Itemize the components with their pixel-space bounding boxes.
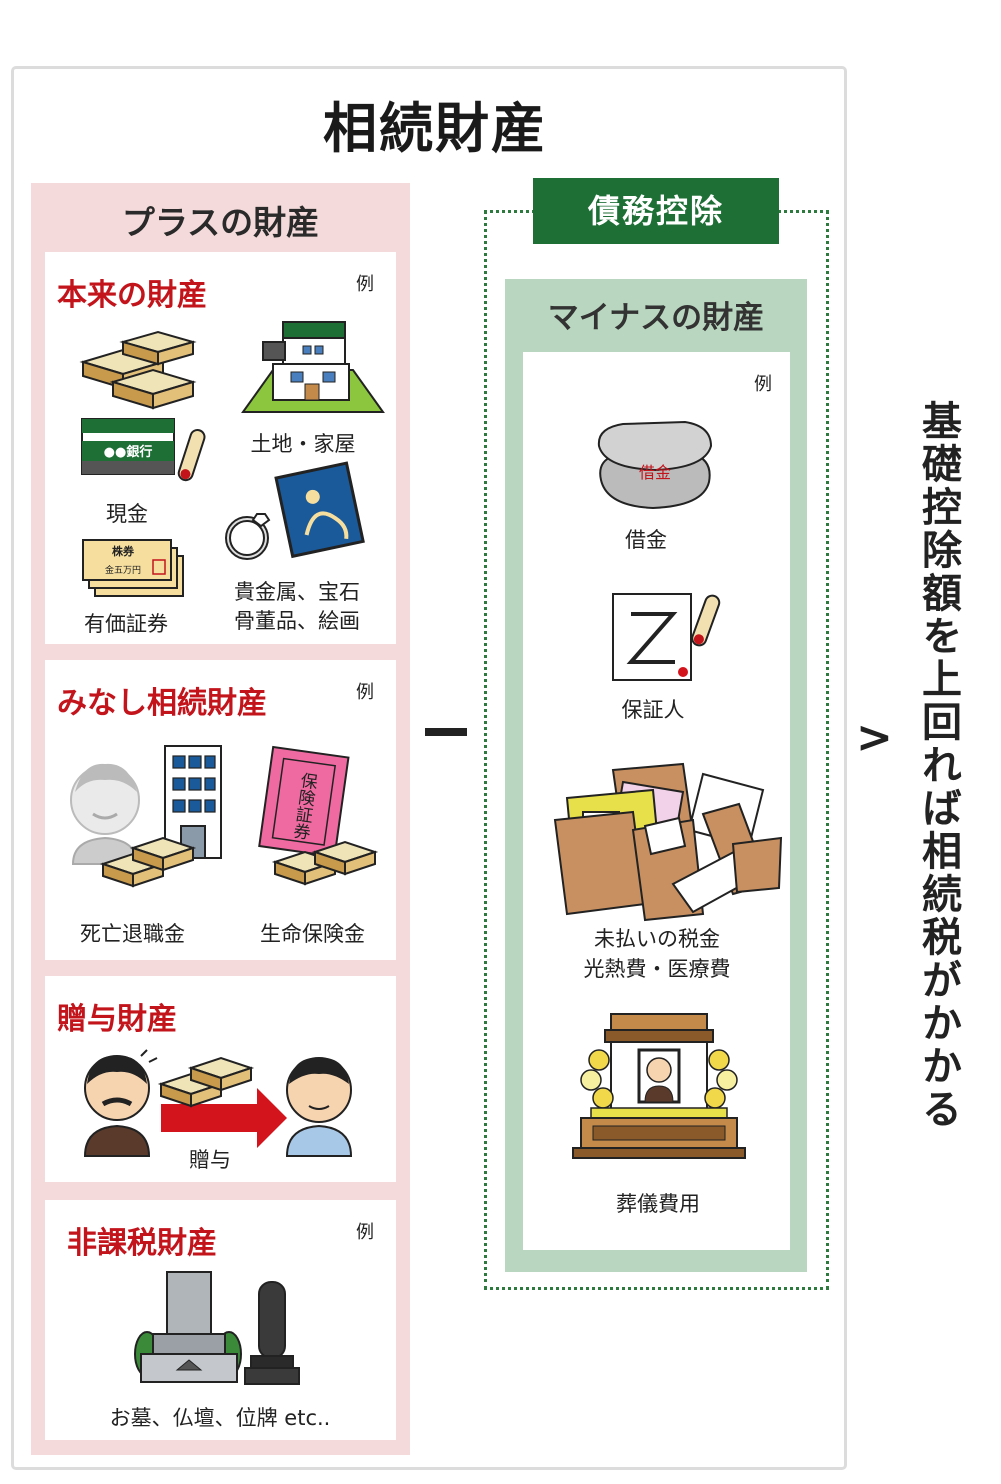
- gift-illustration-icon: [83, 1049, 353, 1157]
- card-original-assets: 本来の財産 例 ●●銀行 現金 土地・家屋 株券 金五万: [45, 252, 396, 644]
- label-land-house: 土地・家屋: [250, 432, 356, 456]
- bank-name-text: ●●銀行: [104, 444, 153, 460]
- label-life-insurance: 生命保険金: [260, 922, 365, 946]
- stock-text: 株券: [112, 544, 135, 558]
- bankbook-icon: ●●銀行: [81, 418, 206, 482]
- label-antiques-line2: 骨董品、絵画: [234, 609, 360, 633]
- card-deemed-assets: みなし相続財産 例 死亡退職金 保険証券 生命保険金: [45, 660, 396, 960]
- label-utilities-medical: 光熱費・医療費: [583, 957, 731, 981]
- label-grave-altar: お墓、仏壇、位牌 etc..: [109, 1406, 331, 1430]
- greater-than-operator: >: [856, 712, 893, 763]
- card-gift-assets: 贈与財産 贈与: [45, 976, 396, 1182]
- stock-amount-text: 金五万円: [105, 564, 141, 576]
- page-title: 相続財産: [323, 97, 547, 160]
- card-title: 本来の財産: [57, 278, 207, 313]
- label-guarantor: 保証人: [621, 698, 685, 722]
- card-title: みなし相続財産: [57, 686, 267, 721]
- minus-assets-title: マイナスの財産: [547, 300, 765, 336]
- debt-deduction-header: 債務控除: [533, 178, 779, 244]
- guarantor-document-icon: [612, 593, 721, 681]
- minus-assets-card: 例 借金 借金 保証人 未払いの税金 光熱費・医療費: [523, 352, 790, 1250]
- label-cash: 現金: [106, 502, 148, 526]
- example-label: 例: [754, 374, 772, 395]
- debt-rock-icon: 借金: [597, 420, 713, 510]
- stock-certificate-icon: 株券 金五万円: [82, 539, 184, 597]
- label-securities: 有価証券: [84, 612, 168, 636]
- label-unpaid: 未払いの税金 光熱費・医療費: [547, 924, 767, 984]
- insurance-policy-icon: 保険証券: [258, 745, 379, 886]
- card-non-taxable-assets: 非課税財産 例 お墓、仏壇、位牌 etc..: [45, 1200, 396, 1440]
- card-title: 非課税財産: [67, 1226, 217, 1261]
- debt-rock-text: 借金: [639, 463, 671, 482]
- label-funeral-expenses: 葬儀費用: [616, 1192, 700, 1216]
- minus-operator: －: [425, 728, 467, 736]
- ring-painting-icon: [225, 461, 365, 560]
- result-statement: 基礎控除額を上回れば相続税がかかる: [915, 400, 961, 1131]
- label-debt: 借金: [625, 528, 667, 552]
- retirement-allowance-icon: [70, 745, 222, 888]
- unpaid-bills-icon: [553, 762, 783, 922]
- grave-altar-icon: [134, 1271, 300, 1385]
- house-icon: [241, 321, 385, 413]
- example-label: 例: [356, 682, 374, 703]
- cash-bundles-icon: [79, 330, 197, 410]
- label-precious-metals: 貴金属、宝石 骨董品、絵画: [225, 578, 369, 636]
- label-gift: 贈与: [189, 1148, 231, 1172]
- card-title: 贈与財産: [57, 1002, 177, 1037]
- example-label: 例: [356, 1222, 374, 1243]
- plus-assets-title: プラスの財産: [121, 203, 320, 242]
- funeral-altar-icon: [572, 1013, 746, 1159]
- label-retirement-allowance: 死亡退職金: [80, 922, 185, 946]
- example-label: 例: [356, 274, 374, 295]
- label-precious-metals-line1: 貴金属、宝石: [234, 580, 360, 604]
- label-unpaid-taxes: 未払いの税金: [594, 927, 720, 951]
